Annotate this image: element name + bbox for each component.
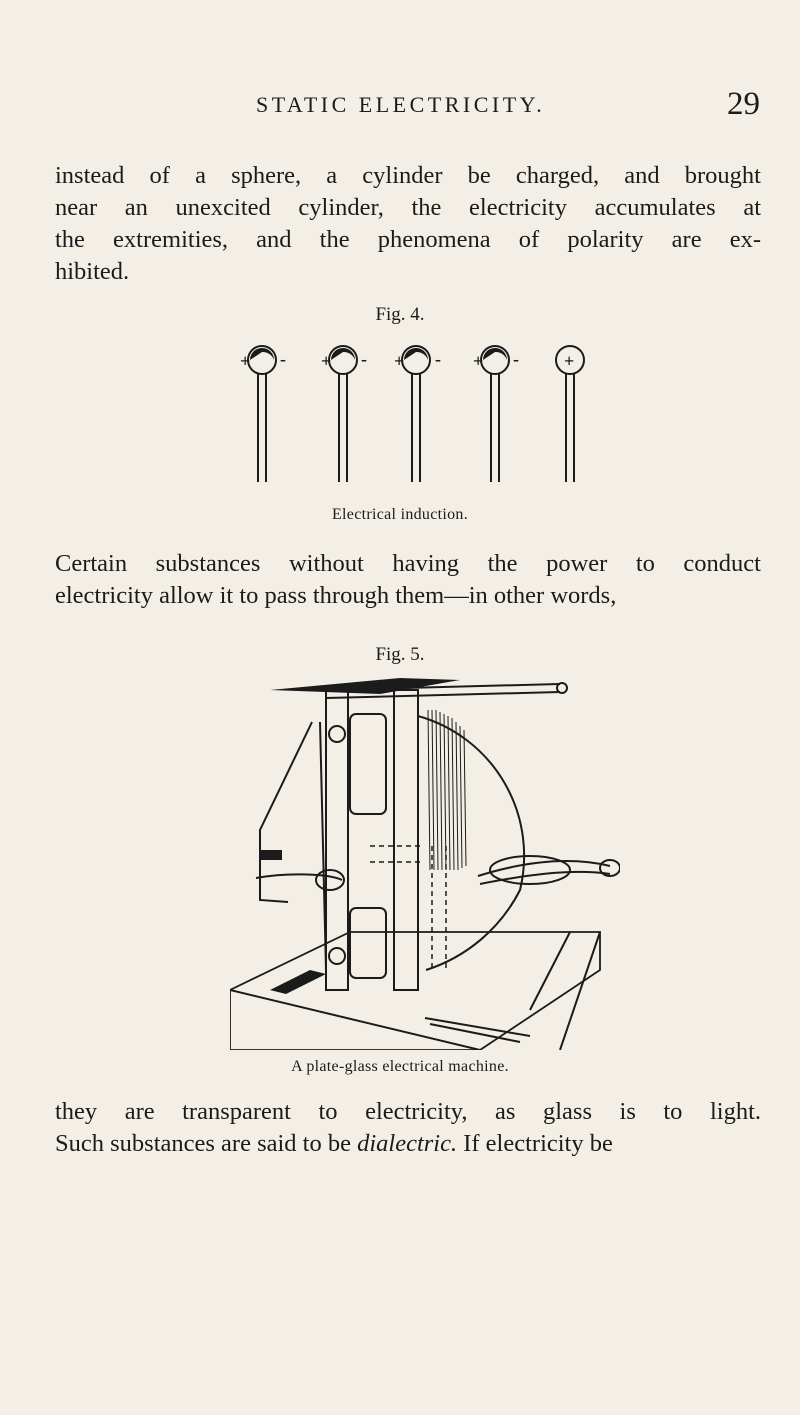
italic-term: dialectric. (357, 1130, 458, 1157)
conductor (401, 345, 431, 482)
paragraph-2: Certain substances without having the po… (55, 548, 761, 612)
paragraph-line: electricity allow it to pass through the… (55, 582, 617, 609)
paragraph-line: near an unexcited cylinder, the electric… (55, 194, 761, 221)
charge-sign: - (435, 349, 441, 369)
charge-sign: + (240, 351, 250, 371)
paragraph-line: instead of a sphere, a cylinder be charg… (55, 162, 761, 189)
figure-5-label: Fig. 5. (375, 644, 425, 665)
charge-sign: + (564, 351, 574, 371)
paragraph-line: they are transparent to electricity, as … (55, 1098, 761, 1125)
paragraph-text: Such substances are said to be (55, 1130, 358, 1157)
page-number: 29 (727, 86, 760, 122)
figure-4-illustration: + - + - + - + - + (240, 345, 585, 482)
charge-sign: - (280, 349, 286, 369)
figure-5-illustration (230, 678, 620, 1050)
paragraph-line: hibited. (55, 258, 130, 285)
running-title: STATIC ELECTRICITY. (256, 92, 546, 117)
charge-sign: + (394, 351, 404, 371)
paragraph-3: they are transparent to electricity, as … (55, 1096, 761, 1160)
running-head: STATIC ELECTRICITY. 29 (0, 86, 760, 132)
paragraph-line: Such substances are said to be dialectri… (55, 1128, 761, 1160)
charge-sign: - (513, 349, 519, 369)
figure-4-caption: Electrical induction. (331, 506, 469, 523)
charge-sign: - (361, 349, 367, 369)
paragraph-line: the extremities, and the phenomena of po… (55, 226, 761, 253)
figure-5-caption: A plate-glass electrical machine. (291, 1058, 509, 1075)
conductor (328, 345, 358, 482)
figure-4-label: Fig. 4. (375, 304, 425, 325)
conductor (555, 345, 585, 482)
charge-sign: + (473, 351, 483, 371)
paragraph-1: instead of a sphere, a cylinder be charg… (55, 160, 761, 288)
paragraph-line: Certain substances without having the po… (55, 550, 761, 577)
paragraph-text: If electricity be (457, 1130, 613, 1157)
conductor (247, 345, 277, 482)
conductor (480, 345, 510, 482)
charge-sign: + (321, 351, 331, 371)
